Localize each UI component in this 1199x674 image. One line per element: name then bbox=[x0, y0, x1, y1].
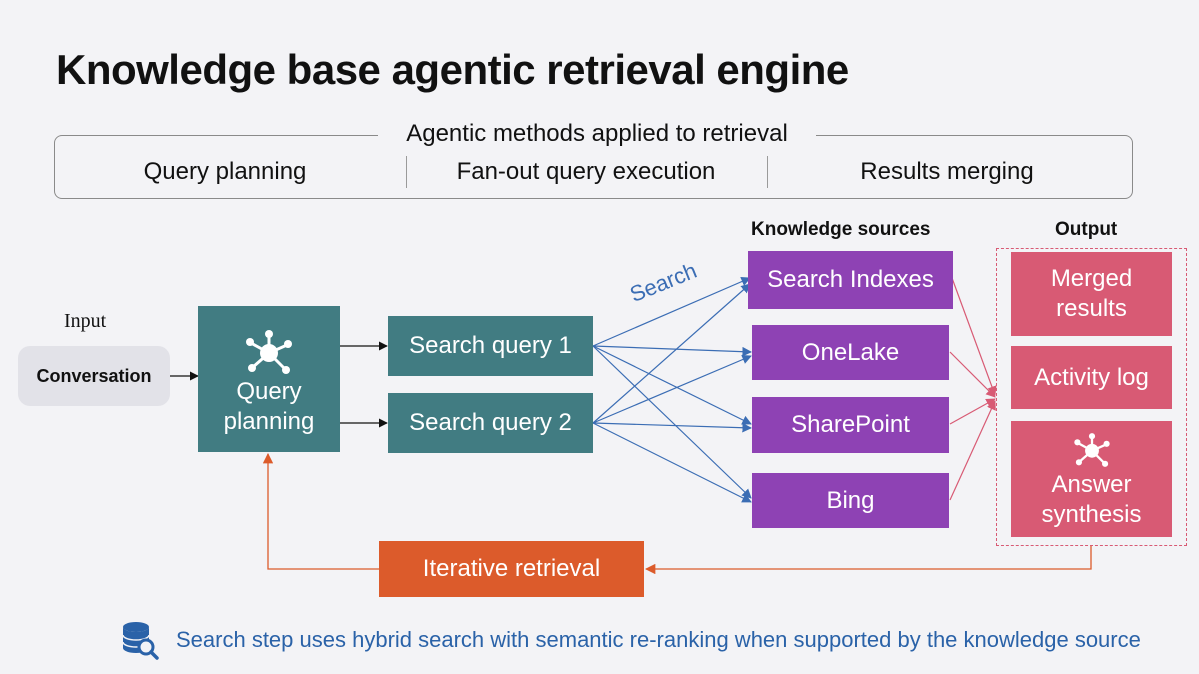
edge-q2-bing bbox=[592, 422, 752, 503]
output-activity-log: Activity log bbox=[1011, 346, 1172, 409]
edge-q2-onelake bbox=[592, 354, 752, 424]
edge-output-to-iterative bbox=[644, 546, 1092, 575]
merged-line1: Merged bbox=[1050, 265, 1133, 292]
edge-bing-output bbox=[949, 400, 996, 501]
query-planning-node: Query planning bbox=[198, 306, 340, 452]
answer-line2: synthesis bbox=[1041, 501, 1142, 528]
source-onelake: OneLake bbox=[752, 325, 949, 380]
output-frame bbox=[996, 248, 1187, 546]
methods-heading: Agentic methods applied to retrieval bbox=[378, 119, 816, 149]
edge-q1-sharepoint bbox=[592, 345, 752, 425]
output-heading: Output bbox=[1055, 219, 1118, 240]
edge-iterative-to-planning bbox=[262, 452, 379, 570]
input-label: Input bbox=[64, 310, 107, 332]
method-results-merging: Results merging bbox=[860, 158, 1034, 185]
output-answer-synthesis: Answer synthesis bbox=[1011, 421, 1172, 537]
method-query-planning: Query planning bbox=[143, 158, 307, 185]
search-query-2-node: Search query 2 bbox=[388, 393, 593, 453]
source-search-indexes: Search Indexes bbox=[748, 251, 953, 309]
conversation-node: Conversation bbox=[18, 346, 170, 406]
network-icon bbox=[246, 330, 292, 374]
edge-sharepoint-output bbox=[949, 398, 996, 425]
source-bing: Bing bbox=[752, 473, 949, 528]
query-planning-line2: planning bbox=[223, 408, 315, 435]
edge-onelake-output bbox=[949, 351, 996, 398]
method-fan-out: Fan-out query execution bbox=[456, 158, 716, 185]
database-search-icon bbox=[122, 622, 159, 660]
page-title: Knowledge base agentic retrieval engine bbox=[56, 46, 849, 93]
method-divider bbox=[406, 156, 407, 188]
edge-q2-sharepoint bbox=[592, 422, 752, 433]
query-planning-line1: Query bbox=[236, 378, 302, 405]
source-sharepoint: SharePoint bbox=[752, 397, 949, 453]
knowledge-sources-heading: Knowledge sources bbox=[751, 219, 931, 240]
edge-q1-search-indexes bbox=[592, 277, 751, 347]
edge-search-indexes-output bbox=[951, 277, 997, 396]
edge-q2-search-indexes bbox=[592, 283, 751, 424]
answer-line1: Answer bbox=[1051, 471, 1132, 498]
footer-note: Search step uses hybrid search with sema… bbox=[176, 627, 1141, 652]
search-query-1-node: Search query 1 bbox=[388, 316, 593, 376]
edge-q1-onelake bbox=[592, 345, 752, 357]
method-divider bbox=[767, 156, 768, 188]
merged-line2: results bbox=[1056, 295, 1127, 322]
edge-q1-bing bbox=[592, 345, 752, 499]
network-icon bbox=[1073, 433, 1110, 467]
output-merged-results: Merged results bbox=[1011, 252, 1172, 336]
iterative-retrieval-node: Iterative retrieval bbox=[379, 541, 644, 597]
